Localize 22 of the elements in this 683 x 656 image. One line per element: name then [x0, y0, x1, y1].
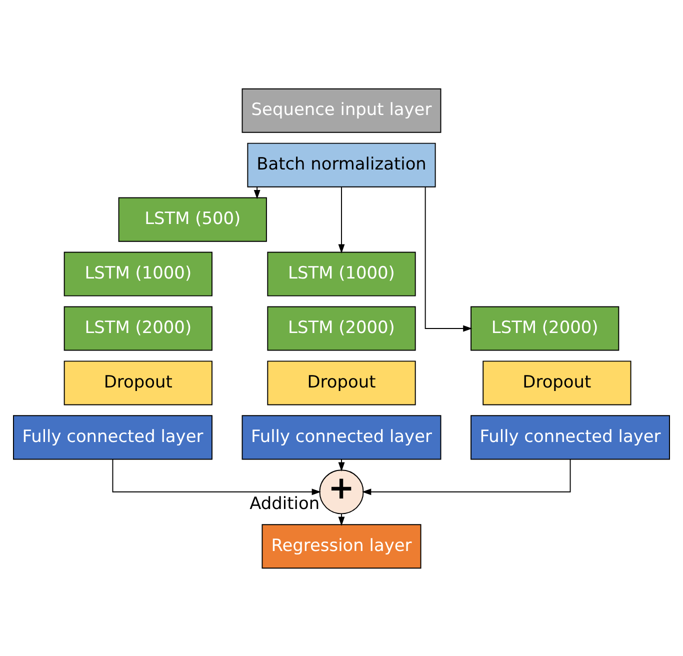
node-box: LSTM (1000) — [64, 251, 212, 296]
node-box: Fully connected layer — [13, 414, 212, 460]
node-box: Sequence input layer — [242, 88, 442, 132]
node-box: LSTM (500) — [118, 196, 267, 242]
node-box: LSTM (2000) — [267, 306, 416, 350]
node-box: Dropout — [267, 360, 416, 405]
node-box: Dropout — [64, 360, 212, 405]
arrow — [362, 458, 571, 495]
arrow — [424, 186, 472, 332]
node-box: LSTM (2000) — [470, 306, 620, 350]
node-label: Addition — [250, 492, 320, 513]
node-box: Fully connected layer — [470, 414, 670, 460]
node-box: Batch normalization — [247, 142, 436, 187]
node-box: Fully connected layer — [242, 414, 442, 460]
node-box: LSTM (1000) — [267, 251, 416, 296]
arrow — [338, 186, 345, 253]
node-box: Regression layer — [262, 524, 422, 568]
node-circle: + — [319, 469, 364, 514]
arrow — [338, 512, 345, 526]
arrow — [112, 458, 322, 495]
node-box: Dropout — [482, 360, 632, 405]
node-box: LSTM (2000) — [64, 306, 212, 350]
